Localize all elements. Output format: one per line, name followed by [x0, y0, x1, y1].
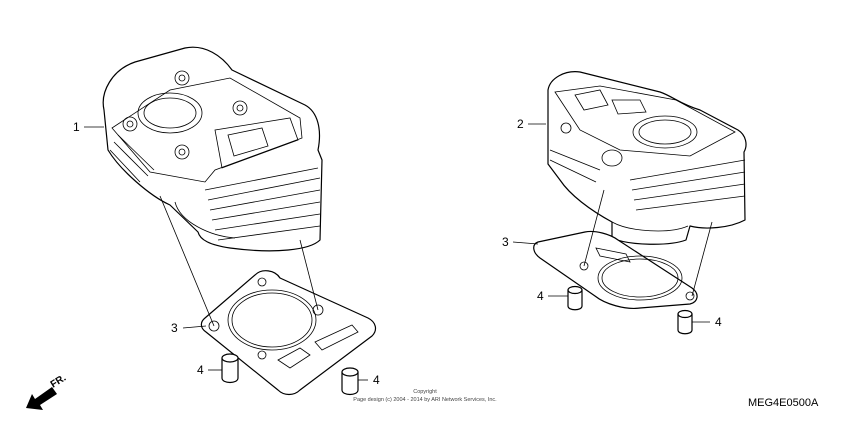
diagram-code: MEG4E0500A: [748, 397, 819, 409]
left-dowel-a[interactable]: [221, 353, 239, 384]
left-cylinder[interactable]: [102, 46, 323, 252]
copyright-line-2: Page design (c) 2004 - 2014 by ARI Netwo…: [353, 397, 497, 403]
front-arrow-icon: [26, 387, 57, 410]
leader-3-left: [182, 325, 207, 329]
callout-3-left[interactable]: 3: [171, 321, 178, 335]
callout-2[interactable]: 2: [517, 117, 524, 131]
callout-4-left-b[interactable]: 4: [373, 373, 380, 387]
left-gasket[interactable]: [200, 270, 377, 396]
right-dowel-a[interactable]: [567, 285, 583, 311]
right-gasket[interactable]: [533, 230, 698, 309]
callout-3-right[interactable]: 3: [502, 235, 509, 249]
callout-1[interactable]: 1: [73, 120, 80, 134]
callout-4-right-b[interactable]: 4: [715, 315, 722, 329]
leader-3-right: [512, 241, 539, 245]
left-dowel-b[interactable]: [341, 367, 359, 396]
callout-4-left-a[interactable]: 4: [197, 363, 204, 377]
callout-4-right-a[interactable]: 4: [537, 289, 544, 303]
right-cylinder[interactable]: [547, 71, 747, 245]
right-dowel-b[interactable]: [677, 309, 693, 335]
copyright-line-1: Copyright: [413, 389, 437, 395]
